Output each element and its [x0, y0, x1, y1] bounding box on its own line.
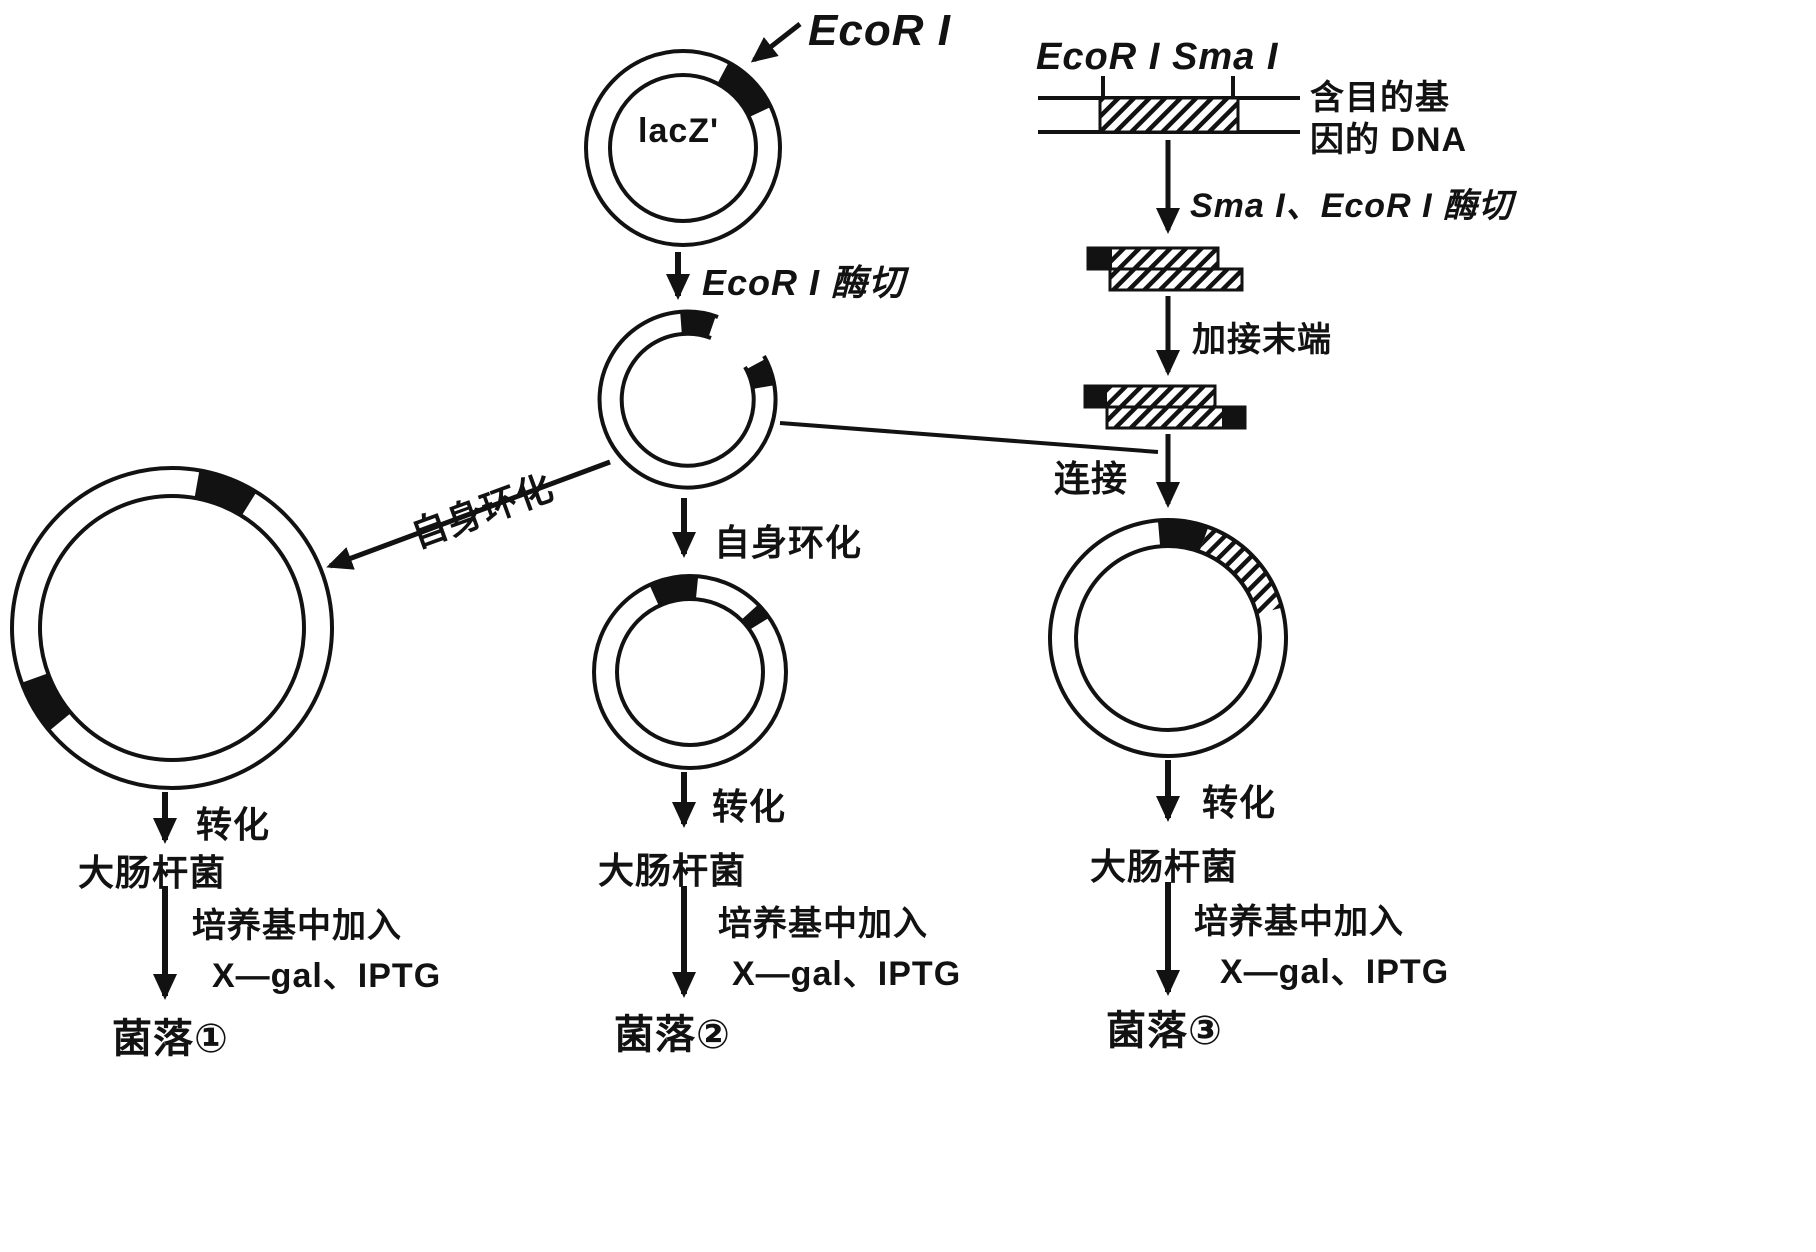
xgal-iptg-label: X—gal、IPTG [212, 957, 442, 995]
ecor1-site-segment [716, 62, 771, 118]
target-dna-label-line2: 因的 DNA [1310, 121, 1468, 159]
add-ends-label: 加接末端 [1192, 321, 1332, 359]
digested-fragment [1086, 246, 1244, 292]
colony-1-label: 菌落① [112, 1017, 229, 1061]
insert-dark-segment [1157, 519, 1209, 552]
cut-plasmid [597, 309, 778, 490]
xgal-iptg-label: X—gal、IPTG [1220, 953, 1450, 991]
intact-plasmid [584, 49, 782, 247]
ecoli-label: 大肠杆菌 [1090, 846, 1239, 887]
colony-2-label: 菌落② [614, 1013, 731, 1057]
ecor1-digest-label: EcoR I 酶切 [702, 262, 906, 303]
ligation-connector-line [779, 421, 1159, 454]
blunt-end-fragment [1083, 384, 1247, 430]
transform-label: 转化 [196, 804, 271, 845]
left-plasmid-dark-segment-side [21, 672, 72, 731]
self-circularize-center-label: 自身环化 [714, 522, 863, 563]
ecor1-pointer-arrow-icon [750, 22, 802, 63]
sma-ecor-digest-label: Sma I、EcoR I 酶切 [1190, 187, 1513, 225]
transform-label: 转化 [712, 786, 787, 827]
target-dna-label-line1: 含目的基 [1310, 79, 1450, 117]
ecor1-cut-site-label: EcoR I [808, 6, 951, 55]
cut-end-right-segment [746, 358, 775, 390]
medium-additive-label: 培养基中加入 [718, 905, 928, 943]
recombinant-plasmid [1048, 518, 1288, 758]
medium-additive-label: 培养基中加入 [192, 907, 402, 945]
center-plasmid-joint-segment [741, 604, 769, 631]
ecoli-label: 大肠杆菌 [598, 850, 747, 891]
transform-label: 转化 [1202, 782, 1277, 823]
ecoli-label: 大肠杆菌 [78, 852, 227, 893]
xgal-iptg-label: X—gal、IPTG [732, 955, 962, 993]
ligation-label: 连接 [1054, 458, 1129, 499]
lacz-gene-label: lacZ' [638, 112, 720, 150]
cut-end-left-segment [680, 311, 716, 338]
religated-plasmid-left [10, 466, 334, 790]
ecor1-site-label: EcoR I [1036, 36, 1161, 78]
target-gene-hatched-region [1098, 96, 1240, 134]
colony-3-label: 菌落③ [1106, 1009, 1223, 1053]
religated-plasmid-center [592, 574, 788, 770]
left-plasmid-dark-segment-top [194, 470, 257, 517]
center-plasmid-dark-segment [649, 576, 699, 606]
sma1-site-label: Sma I [1172, 36, 1279, 78]
medium-additive-label: 培养基中加入 [1194, 903, 1404, 941]
self-circularize-left-arrow-icon [326, 459, 611, 570]
target-dna [1038, 76, 1300, 134]
insert-hatched-segment [1199, 526, 1282, 615]
